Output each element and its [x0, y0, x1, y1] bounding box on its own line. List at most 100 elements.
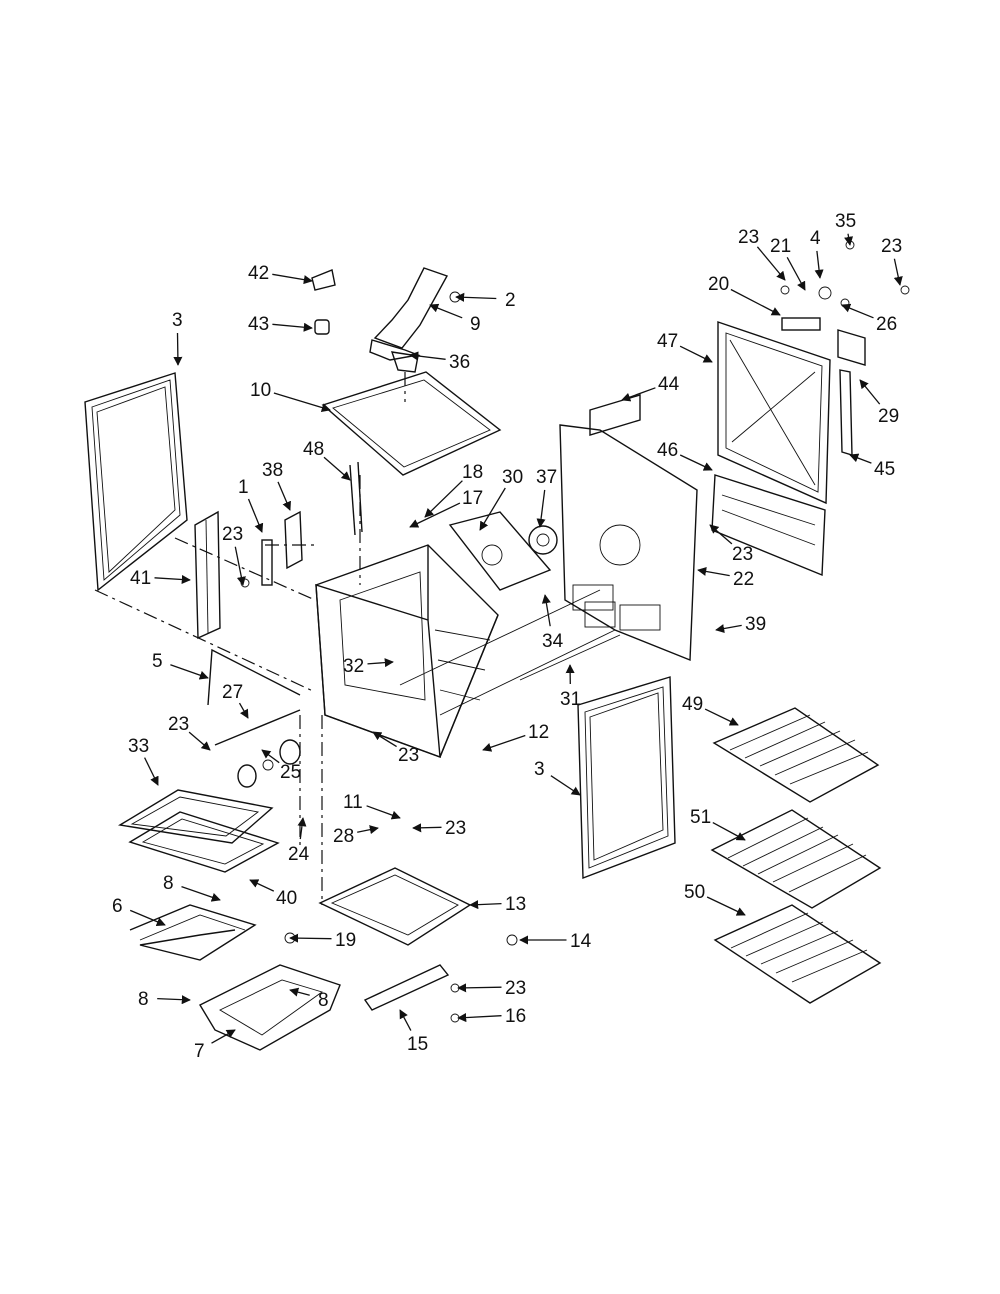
part-side-trim	[194, 510, 221, 640]
part-strip-48	[349, 461, 363, 536]
leader-39	[715, 624, 742, 634]
leader-10	[273, 392, 331, 412]
leader-9	[429, 303, 463, 319]
leader-32	[367, 658, 394, 668]
callout-23d: 23	[445, 818, 466, 839]
leader-24	[297, 817, 307, 840]
leader-4	[814, 250, 824, 279]
callout-6: 6	[112, 896, 123, 917]
leader-8b	[157, 995, 191, 1005]
callout-33: 33	[128, 736, 149, 757]
part-door-seal-27	[207, 648, 301, 746]
part-rack-49	[712, 707, 880, 803]
callout-23c: 23	[398, 745, 419, 766]
part-rear-panel	[559, 424, 698, 662]
callout-16: 16	[505, 1006, 526, 1027]
callout-26: 26	[876, 314, 897, 335]
callout-30: 30	[502, 467, 523, 488]
leader-19	[289, 933, 332, 943]
leader-3b	[550, 775, 581, 796]
part-rear-cover	[717, 321, 831, 505]
callout-28: 28	[333, 826, 354, 847]
leader-25	[261, 749, 280, 764]
leader-21	[786, 256, 806, 291]
callout-8b: 8	[138, 989, 149, 1010]
part-rear-shield	[448, 511, 558, 591]
callout-29: 29	[878, 406, 899, 427]
callout-9: 9	[470, 314, 481, 335]
leader-23h	[709, 524, 733, 545]
callout-3a: 3	[172, 310, 183, 331]
leader-29	[859, 379, 881, 405]
callout-25: 25	[280, 762, 301, 783]
callout-7: 7	[194, 1041, 205, 1062]
callout-23f: 23	[881, 236, 902, 257]
part-rack-50	[713, 904, 882, 1004]
callout-3b: 3	[534, 759, 545, 780]
part-oven-cavity	[315, 544, 499, 759]
leader-49	[704, 708, 739, 726]
callout-20: 20	[708, 274, 729, 295]
callout-1: 1	[238, 477, 249, 498]
leader-45	[849, 453, 872, 464]
callout-49: 49	[682, 694, 703, 715]
leader-26	[841, 303, 874, 319]
part-bake-element-6	[129, 904, 257, 961]
callout-27: 27	[222, 682, 243, 703]
leader-40	[249, 879, 275, 892]
part-top-tray	[321, 371, 502, 476]
callout-40: 40	[276, 888, 297, 909]
leader-23b	[188, 731, 211, 751]
callout-8a: 8	[163, 873, 174, 894]
leader-5	[170, 664, 209, 680]
part-brackets	[240, 510, 303, 588]
callout-8c: 8	[318, 990, 329, 1011]
callout-51: 51	[690, 807, 711, 828]
callout-41: 41	[130, 568, 151, 589]
callout-23b: 23	[168, 714, 189, 735]
callout-4: 4	[810, 228, 821, 249]
leader-8c	[289, 987, 310, 997]
leader-50	[706, 896, 746, 916]
leader-23g	[756, 246, 786, 281]
leader-37	[536, 489, 546, 528]
part-rack-51	[710, 809, 882, 909]
callout-39: 39	[745, 614, 766, 635]
callout-23h: 23	[732, 544, 753, 565]
leader-23f	[893, 258, 903, 286]
callout-21: 21	[770, 236, 791, 257]
leader-23a	[234, 546, 246, 586]
callout-31: 31	[560, 689, 581, 710]
callout-36: 36	[449, 352, 470, 373]
callout-45: 45	[874, 459, 895, 480]
leader-7	[211, 1029, 236, 1044]
callout-38: 38	[262, 460, 283, 481]
assembly-lines	[94, 372, 621, 905]
part-tray-40	[128, 811, 280, 873]
callout-15: 15	[407, 1034, 428, 1055]
callout-22: 22	[733, 569, 754, 590]
leader-8a	[181, 885, 221, 902]
leader-13	[469, 900, 502, 910]
leader-41	[154, 574, 191, 585]
callout-23e: 23	[505, 978, 526, 999]
part-vent-duct	[369, 267, 461, 373]
leader-36	[409, 351, 446, 361]
part-42-43	[311, 269, 336, 335]
callout-50: 50	[684, 882, 705, 903]
leader-23c	[372, 731, 397, 748]
leader-27	[238, 702, 249, 719]
callout-44: 44	[658, 374, 680, 395]
part-broil-element-7	[199, 964, 341, 1051]
leader-33	[144, 757, 159, 786]
callout-47: 47	[657, 331, 678, 352]
callout-43: 43	[248, 314, 269, 335]
leader-18	[424, 480, 463, 518]
callout-17: 17	[462, 488, 483, 509]
leader-23e	[457, 983, 502, 993]
leader-28	[357, 825, 379, 835]
callout-37: 37	[536, 467, 557, 488]
leader-43	[272, 322, 313, 332]
